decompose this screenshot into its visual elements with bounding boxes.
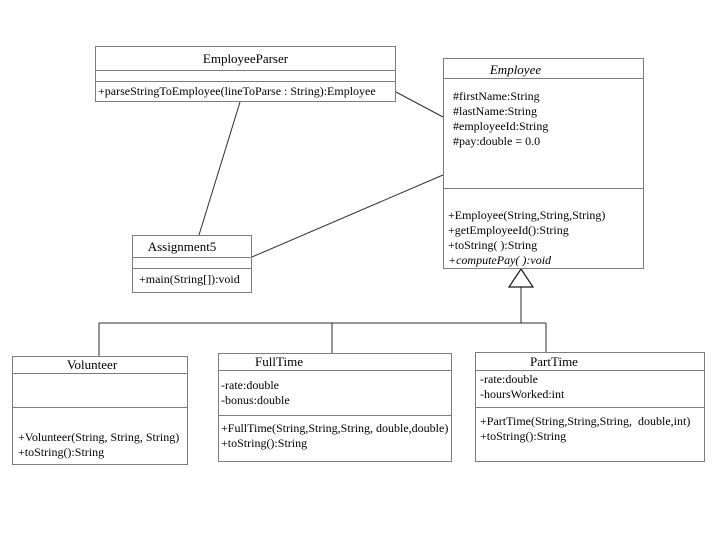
method-item: +toString():String xyxy=(480,429,567,443)
methods-compartment: +parseStringToEmployee(lineToParse : Str… xyxy=(96,81,395,101)
methods-compartment: +PartTime(String,String,String, double,i… xyxy=(476,407,704,459)
methods-compartment: +main(String[]):void xyxy=(133,268,251,292)
attribute-item: #lastName:String xyxy=(453,104,537,118)
attributes-compartment: -rate:double -bonus:double xyxy=(219,370,451,415)
method-item: +PartTime(String,String,String, double,i… xyxy=(480,414,691,428)
method-item: +toString():String xyxy=(221,436,308,450)
methods-compartment: +Employee(String,String,String) +getEmpl… xyxy=(444,188,643,268)
class-title-employeeparser: EmployeeParser xyxy=(202,51,289,66)
association-employeeparser-assignment5 xyxy=(198,101,241,236)
attribute-item: #pay:double = 0.0 xyxy=(453,134,541,148)
attributes-compartment xyxy=(96,70,395,81)
methods-compartment: +FullTime(String,String,String, double,d… xyxy=(219,415,451,461)
class-employee: Employee #firstName:String #lastName:Str… xyxy=(443,58,644,269)
class-title-parttime: PartTime xyxy=(530,354,578,369)
method-item: +Volunteer(String, String, String) xyxy=(18,430,180,444)
association-assignment5-employee xyxy=(251,174,444,258)
association-employeeparser-employee xyxy=(395,91,444,118)
inheritance-triangle-icon xyxy=(507,267,535,288)
class-title-employee: Employee xyxy=(489,62,542,77)
attributes-compartment xyxy=(13,373,187,407)
method-item: +toString():String xyxy=(18,445,105,459)
attribute-item: -hoursWorked:int xyxy=(480,387,565,401)
class-title-fulltime: FullTime xyxy=(255,354,303,369)
attribute-item: #firstName:String xyxy=(453,89,540,103)
method-item: +Employee(String,String,String) xyxy=(448,208,606,222)
attribute-item: -rate:double xyxy=(221,378,279,392)
class-volunteer: Volunteer +Volunteer(String, String, Str… xyxy=(12,356,188,465)
attributes-compartment: -rate:double -hoursWorked:int xyxy=(476,370,704,407)
class-title-assignment5: Assignment5 xyxy=(147,239,217,254)
method-item: +toString( ):String xyxy=(448,238,538,252)
method-item: +getEmployeeId():String xyxy=(448,223,569,237)
class-fulltime: FullTime -rate:double -bonus:double +Ful… xyxy=(218,353,452,462)
attribute-item: #employeeId:String xyxy=(453,119,549,133)
attributes-compartment: #firstName:String #lastName:String #empl… xyxy=(444,78,643,188)
method-item: +FullTime(String,String,String, double,d… xyxy=(221,421,449,435)
class-assignment5: Assignment5 +main(String[]):void xyxy=(132,235,252,293)
class-parttime: PartTime -rate:double -hoursWorked:int +… xyxy=(475,352,705,462)
method-item: +parseStringToEmployee(lineToParse : Str… xyxy=(98,84,376,98)
class-title-volunteer: Volunteer xyxy=(66,357,118,372)
methods-compartment: +Volunteer(String, String, String) +toSt… xyxy=(13,407,187,464)
method-item-abstract: +computePay( ):void xyxy=(448,253,552,267)
attribute-item: -bonus:double xyxy=(221,393,290,407)
method-item: +main(String[]):void xyxy=(139,272,240,286)
attributes-compartment xyxy=(133,257,251,268)
attribute-item: -rate:double xyxy=(480,372,538,386)
class-employeeparser: EmployeeParser +parseStringToEmployee(li… xyxy=(95,46,396,102)
